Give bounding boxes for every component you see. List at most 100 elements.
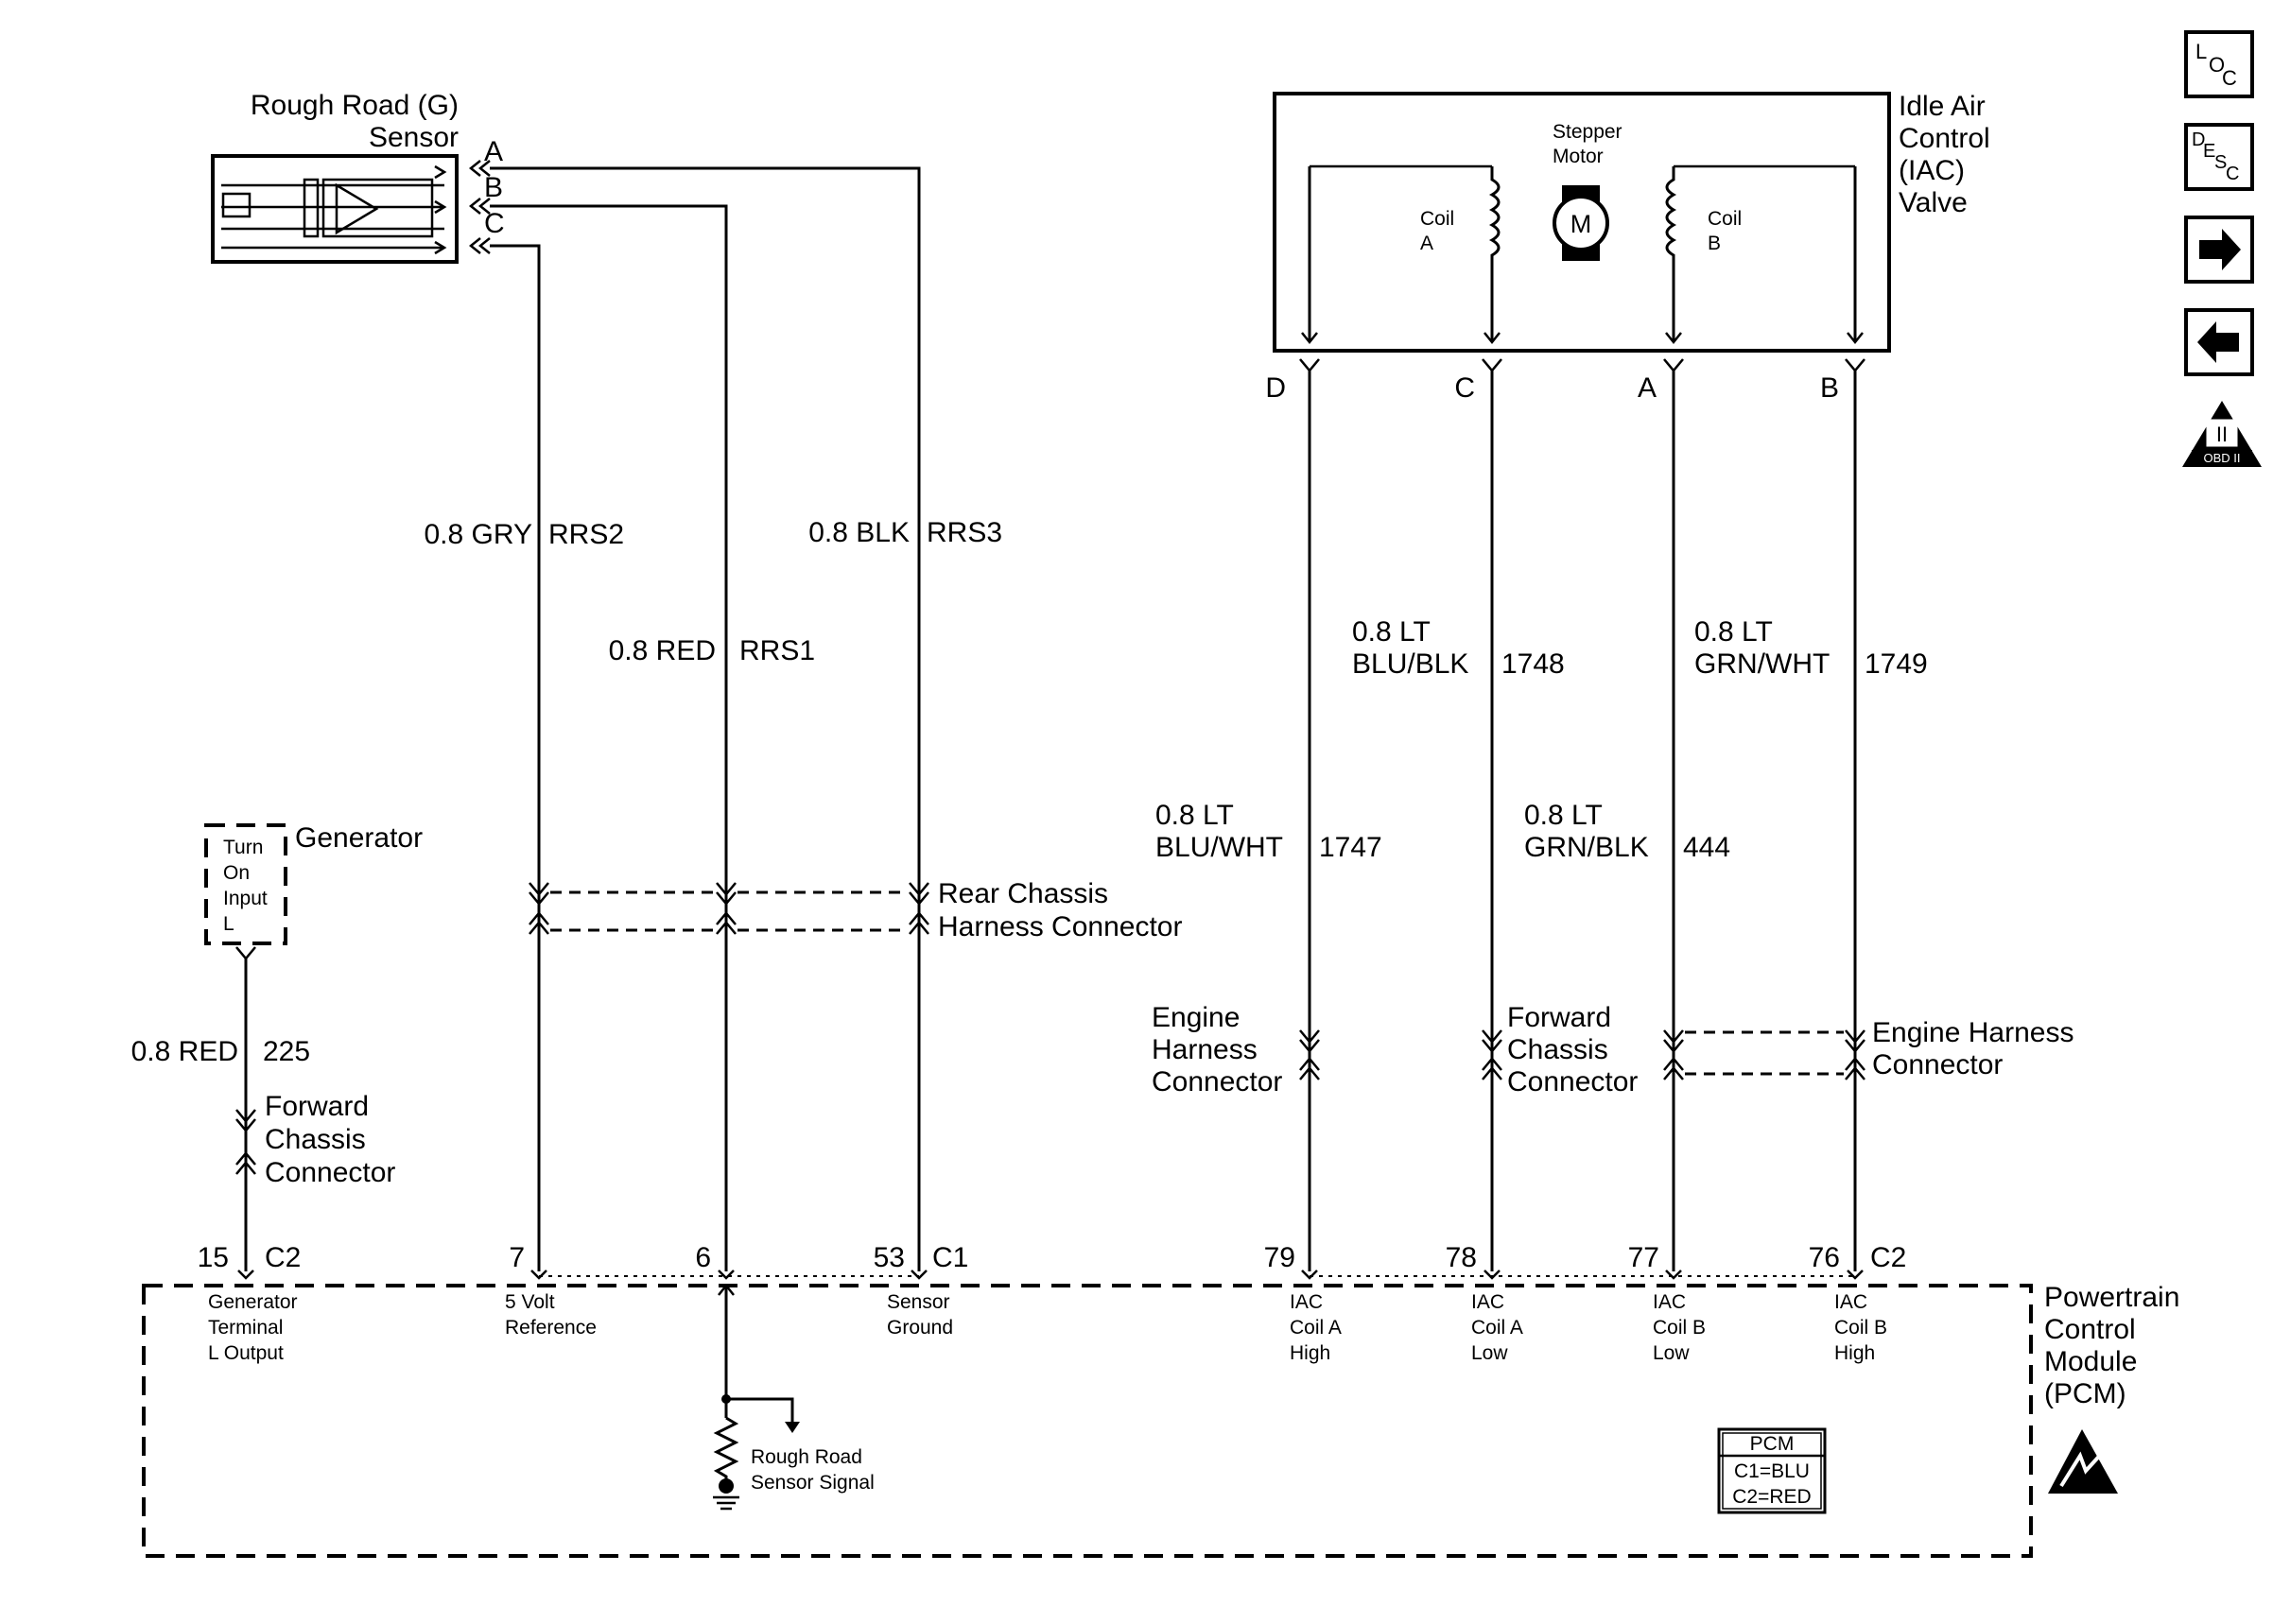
gen-box-text-1: Turn <box>223 837 263 858</box>
coil-b-label-2: B <box>1708 233 1721 254</box>
description-icon-e: E <box>2203 141 2215 162</box>
rough-road-sensor: Rough Road (G) Sensor A B C <box>211 90 505 264</box>
term-c1b-high-1: IAC <box>1834 1291 1867 1313</box>
nav-desc-button[interactable]: D E S C <box>2184 123 2254 191</box>
rear-chassis-harness-connector: Rear Chassis Harness Connector <box>528 878 1182 942</box>
stepper-motor-icon: M <box>1553 185 1609 261</box>
nav-obd-button[interactable]: II OBD II <box>2182 401 2262 467</box>
coil-a-label-2: A <box>1420 233 1433 254</box>
pcm-module: Powertrain Control Module (PCM) 15 C2 7 … <box>142 1242 2179 1558</box>
coil-a-label-1: Coil <box>1420 208 1454 230</box>
stepper-motor-label-2: Motor <box>1553 146 1604 167</box>
location-icon-o: O <box>2209 53 2225 77</box>
iac-pin-c: C <box>1454 372 1475 404</box>
term-c1b-low-3: Low <box>1653 1342 1690 1364</box>
engine-harness-right-2: Connector <box>1872 1049 2003 1080</box>
term-c1a-high-3: High <box>1290 1342 1330 1364</box>
forward-chassis-connector-left: Forward Chassis Connector <box>234 1091 395 1188</box>
term-c1b-low-2: Coil B <box>1653 1317 1706 1339</box>
term-c1b-high-2: Coil B <box>1834 1317 1887 1339</box>
wire-gry-circuit: RRS2 <box>548 519 624 550</box>
engine-harness-right-1: Engine Harness <box>1872 1017 2073 1048</box>
description-icon-s: S <box>2214 152 2227 173</box>
gen-box-text-2: On <box>223 862 250 884</box>
wire-1747-color-2: BLU/WHT <box>1155 832 1283 863</box>
obd-label: OBD II <box>2203 451 2240 465</box>
wire-gry-gauge: 0.8 GRY <box>424 519 532 550</box>
term-ref-1: 5 Volt <box>505 1291 555 1313</box>
term-c1b-high-3: High <box>1834 1342 1875 1364</box>
fwd-chassis-right-3: Connector <box>1507 1066 1638 1097</box>
pcm-pin-79: 79 <box>1264 1242 1295 1273</box>
wire-1748-color-2: BLU/BLK <box>1352 648 1468 680</box>
description-icon-c: C <box>2226 164 2239 184</box>
term-c1a-low-1: IAC <box>1471 1291 1504 1313</box>
coil-b-label-1: Coil <box>1708 208 1742 230</box>
pcm-name-2: Control <box>2044 1314 2136 1345</box>
iac-name-2: Control <box>1899 123 1990 154</box>
motor-symbol: M <box>1570 210 1592 238</box>
pcm-name-3: Module <box>2044 1346 2137 1377</box>
coil-a-icon <box>1488 166 1501 340</box>
iac-valve: Idle Air Control (IAC) Valve Stepper Mot… <box>1273 91 1990 353</box>
nav-loc-button[interactable]: L O C <box>2184 30 2254 98</box>
term-gnd-2: Ground <box>887 1317 953 1339</box>
wire-1747-color-1: 0.8 LT <box>1155 800 1234 831</box>
term-c1a-high-1: IAC <box>1290 1291 1323 1313</box>
arrow-left-icon <box>2197 321 2239 363</box>
rear-chassis-label: Rear Chassis <box>938 878 1108 909</box>
sensor-pin-b: B <box>484 172 503 203</box>
wire-444-color-2: GRN/BLK <box>1524 832 1649 863</box>
iac-pin-b: B <box>1820 372 1839 404</box>
term-gen-2: Terminal <box>208 1317 283 1339</box>
wire-gen-circuit: 225 <box>263 1036 310 1067</box>
term-gnd-1: Sensor <box>887 1291 950 1313</box>
fwd-chassis-right-2: Chassis <box>1507 1034 1608 1065</box>
description-icon: D <box>2192 130 2205 150</box>
wire-blk-rrs3 <box>490 166 921 1271</box>
wire-444-circuit: 444 <box>1683 832 1730 863</box>
sensor-pin-c: C <box>484 208 505 239</box>
legend-c2: C2=RED <box>1732 1486 1811 1508</box>
wire-1749-circuit: 1749 <box>1865 648 1928 680</box>
signal-label-1: Rough Road <box>751 1446 862 1468</box>
iac-pin-d: D <box>1265 372 1286 404</box>
coil-b-icon <box>1665 166 1677 340</box>
fwd-chassis-left-2: Chassis <box>265 1124 366 1155</box>
engine-harness-left-3: Connector <box>1152 1066 1282 1097</box>
term-c1a-high-2: Coil A <box>1290 1317 1342 1339</box>
wire-gen-gauge: 0.8 RED <box>131 1036 238 1067</box>
sensor-name: Rough Road (G) <box>251 90 459 121</box>
gen-box-text-4: L <box>223 913 234 935</box>
esd-warning-icon <box>2048 1429 2118 1494</box>
generator: Turn On Input L Generator <box>204 822 423 945</box>
wire-1748-circuit: 1748 <box>1501 648 1565 680</box>
sensor-pin-a: A <box>484 136 503 167</box>
nav-next-button[interactable] <box>2184 216 2254 284</box>
engine-harness-connector-left: Engine Harness Connector <box>1152 1002 1321 1097</box>
resistor-icon <box>713 1416 739 1486</box>
wire-1747-circuit: 1747 <box>1319 832 1382 863</box>
pcm-pin-53: 53 <box>874 1242 905 1273</box>
arrow-right-icon <box>2199 229 2241 270</box>
signal-label-2: Sensor Signal <box>751 1472 875 1494</box>
nav-prev-button[interactable] <box>2184 308 2254 376</box>
pcm-connector-c1: C1 <box>932 1242 968 1273</box>
pcm-pin-76: 76 <box>1809 1242 1840 1273</box>
pcm-connector-c2-right: C2 <box>1870 1242 1906 1273</box>
term-gen-1: Generator <box>208 1291 298 1313</box>
iac-pin-a: A <box>1638 372 1657 404</box>
rough-road-signal-circuit: Rough Road Sensor Signal <box>713 1283 875 1511</box>
term-c1a-low-3: Low <box>1471 1342 1508 1364</box>
sensor-name-2: Sensor <box>369 122 459 153</box>
wire-1748-color-1: 0.8 LT <box>1352 616 1431 648</box>
engine-harness-left-2: Harness <box>1152 1034 1258 1065</box>
iac-name-4: Valve <box>1899 187 1968 218</box>
location-icon: L <box>2195 40 2207 63</box>
pcm-name-4: (PCM) <box>2044 1378 2126 1409</box>
engine-harness-connector-right: Engine Harness Connector <box>1662 1017 2073 1081</box>
rear-chassis-label-2: Harness Connector <box>938 911 1182 942</box>
wire-red-circuit: RRS1 <box>739 635 815 666</box>
pcm-connector-legend: PCM C1=BLU C2=RED <box>1717 1427 1827 1514</box>
